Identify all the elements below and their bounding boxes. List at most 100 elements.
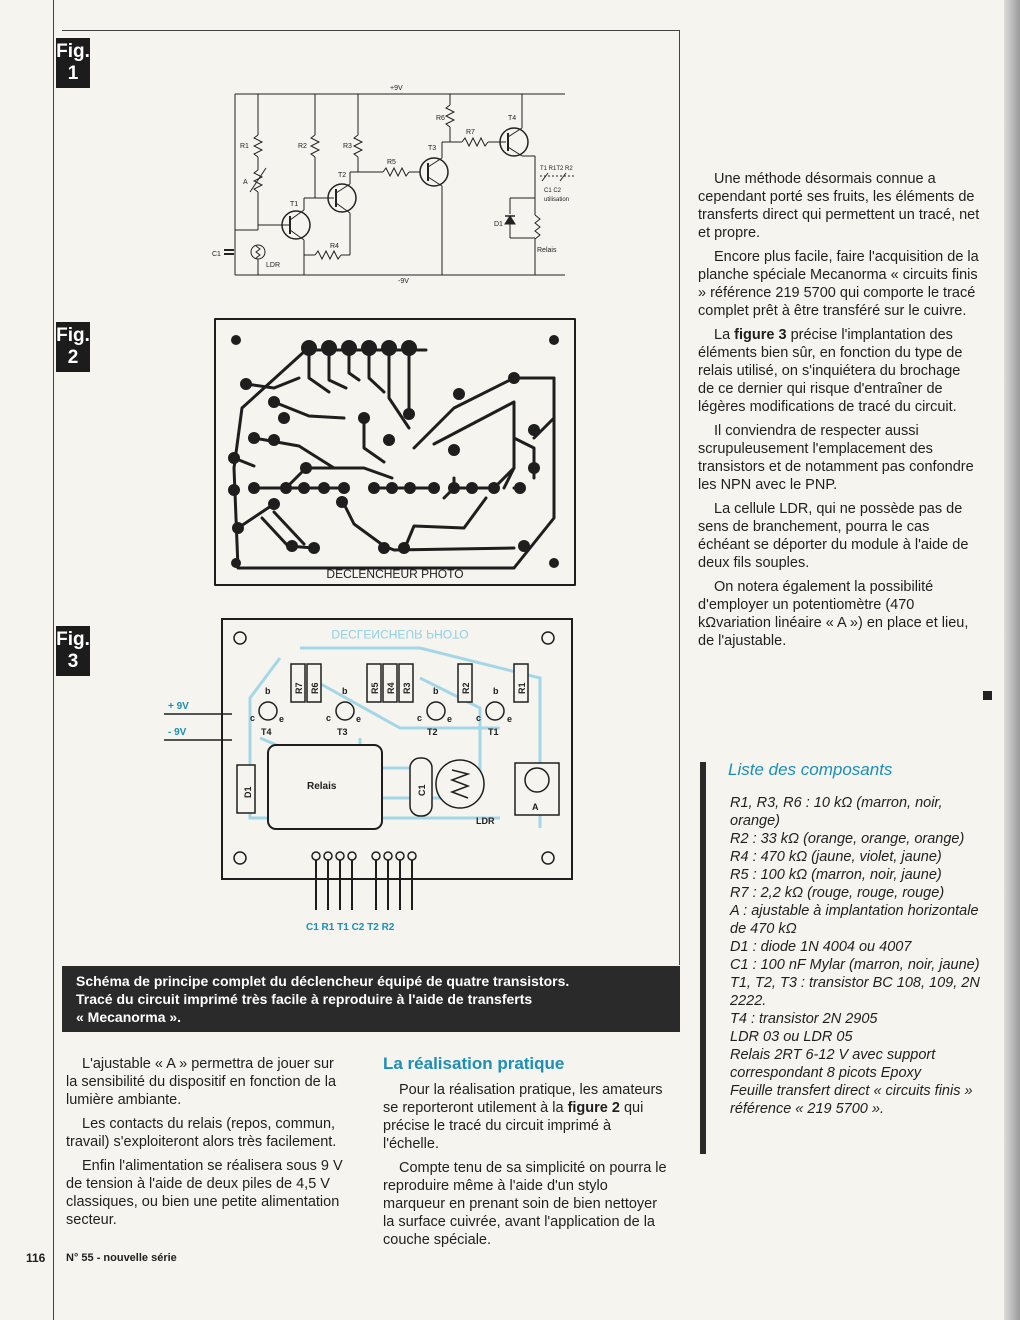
component-item: R1, R3, R6 : 10 kΩ (marron, noir, orange… xyxy=(730,795,943,829)
ic-t4-c: c xyxy=(250,713,255,723)
ic-r3: R3 xyxy=(402,682,412,694)
sch-d1: D1 xyxy=(494,221,503,228)
right-para-3: La figure 3 précise l'implantation des é… xyxy=(698,326,980,416)
fig2-label: Fig. 2 xyxy=(56,322,90,372)
sch-t4: T4 xyxy=(508,115,516,122)
component-item: T4 : transistor 2N 2905 xyxy=(730,1011,878,1027)
ic-c1: C1 xyxy=(417,784,427,796)
sch-t3: T3 xyxy=(428,145,436,152)
fig3-lead: La xyxy=(714,327,731,343)
component-item: C1 : 100 nF Mylar (marron, noir, jaune) xyxy=(730,957,980,973)
ic-ldr: LDR xyxy=(476,816,495,826)
ic-r4: R4 xyxy=(386,682,396,694)
middle-para-2: Compte tenu de sa simplicité on pourra l… xyxy=(383,1160,667,1248)
sch-usage: utilisation xyxy=(544,197,569,203)
schematic-diagram: +9V -9V R1 A LDR C1 T1 R2 T2 R3 R4 xyxy=(212,85,574,285)
bottom-left-column: L'ajustable « A » permettra de jouer sur… xyxy=(66,1055,348,1235)
component-item: D1 : diode 1N 4004 ou 4007 xyxy=(730,939,912,955)
sch-relay: Relais xyxy=(537,247,557,254)
right-para-4: Il conviendra de respecter aussi scrupul… xyxy=(698,423,974,493)
right-column: Une méthode désormais connue a cependant… xyxy=(698,170,980,656)
fig3-word: Fig. xyxy=(56,629,90,650)
component-item: R4 : 470 kΩ (jaune, violet, jaune) xyxy=(730,849,942,865)
ic-t3: T3 xyxy=(337,727,348,737)
margin-rule xyxy=(53,0,54,1320)
figure-frame xyxy=(62,30,680,965)
middle-para-1-b: qui précise le tracé du circuit imprimé … xyxy=(383,1100,644,1152)
ic-t1-b: b xyxy=(493,686,499,696)
components-title: Liste des composants xyxy=(728,760,893,779)
caption-line-3: « Mecanorma ». xyxy=(76,1009,182,1025)
sch-neg-label: -9V xyxy=(398,278,409,285)
fig3-num: 3 xyxy=(67,651,79,672)
ic-t2-c: c xyxy=(417,713,422,723)
sch-r4: R4 xyxy=(330,243,339,250)
fig3-ref: figure 3 xyxy=(734,327,787,343)
pcb-title: DECLENCHEUR PHOTO xyxy=(326,567,463,581)
ic-t3-e: e xyxy=(356,714,361,724)
pcb-trace-diagram: DECLENCHEUR PHOTO xyxy=(214,318,576,586)
ic-a: A xyxy=(532,802,539,812)
fig1-label: Fig. 1 xyxy=(56,38,90,88)
component-item: Feuille transfert direct « circuits fini… xyxy=(730,1083,973,1117)
sch-a: A xyxy=(243,179,248,186)
page-number: 116 xyxy=(26,1251,46,1265)
ic-d1: D1 xyxy=(243,786,253,798)
ic-t1-c: c xyxy=(476,713,481,723)
ic-t1-e: e xyxy=(507,714,512,724)
sch-contacts-bottom: C1 C2 xyxy=(544,188,562,194)
sch-t1: T1 xyxy=(290,201,298,208)
sch-c1: C1 xyxy=(212,251,221,258)
ic-r6: R6 xyxy=(310,682,320,694)
pcb-ghost-title: DECLENCHEUR PHOTO xyxy=(331,627,468,641)
ic-pos: + 9V xyxy=(168,701,189,712)
sch-r7: R7 xyxy=(466,129,475,136)
component-item: R5 : 100 kΩ (marron, noir, jaune) xyxy=(730,867,942,883)
middle-column: La réalisation pratique Pour la réalisat… xyxy=(383,1055,667,1255)
middle-para-1-a: Pour la réalisation pratique, les amateu… xyxy=(383,1082,663,1116)
sch-r3: R3 xyxy=(343,143,352,150)
fig2-num: 2 xyxy=(67,347,79,368)
sch-r5: R5 xyxy=(387,159,396,166)
ic-t3-b: b xyxy=(342,686,348,696)
ic-relay: Relais xyxy=(307,781,337,792)
bottom-para-1: L'ajustable « A » permettra de jouer sur… xyxy=(66,1056,337,1108)
bottom-para-3: Enfin l'alimentation se réalisera sous 9… xyxy=(66,1158,343,1228)
sch-pos-label: +9V xyxy=(390,85,403,92)
figure-caption: Schéma de principe complet du déclencheu… xyxy=(62,966,680,1032)
sch-t2: T2 xyxy=(338,172,346,179)
right-para-5: La cellule LDR, qui ne possède pas de se… xyxy=(698,501,969,571)
middle-para-1: Pour la réalisation pratique, les amateu… xyxy=(383,1081,667,1153)
component-layout-diagram: DECLENCHEUR PHOTO R7 R6 R5 R4 R3 R2 R1 T… xyxy=(164,618,573,933)
right-para-3-text: précise l'implantation des éléments bien… xyxy=(698,327,963,415)
ic-r1: R1 xyxy=(517,682,527,694)
ic-t4: T4 xyxy=(261,727,272,737)
fig1-num: 1 xyxy=(67,63,79,84)
fig1-word: Fig. xyxy=(56,41,90,62)
fig3-label: Fig. 3 xyxy=(56,626,90,676)
fig2-word: Fig. xyxy=(56,325,90,346)
bottom-para-2: Les contacts du relais (repos, commun, t… xyxy=(66,1116,337,1150)
sch-ldr: LDR xyxy=(266,262,280,269)
ic-t2: T2 xyxy=(427,727,438,737)
component-item: LDR 03 ou LDR 05 xyxy=(730,1029,853,1045)
ic-r7: R7 xyxy=(294,682,304,694)
sch-r2: R2 xyxy=(298,143,307,150)
fig2-ref: figure 2 xyxy=(567,1100,620,1116)
caption-line-2: Tracé du circuit imprimé très facile à r… xyxy=(76,991,533,1007)
component-item: A : ajustable à implantation horizontale… xyxy=(730,903,979,937)
component-item: T1, T2, T3 : transistor BC 108, 109, 2N … xyxy=(730,975,980,1009)
components-list: R1, R3, R6 : 10 kΩ (marron, noir, orange… xyxy=(730,794,990,1118)
ic-t2-e: e xyxy=(447,714,452,724)
sch-r1: R1 xyxy=(240,143,249,150)
ic-t3-c: c xyxy=(326,713,331,723)
right-para-1: Une méthode désormais connue a cependant… xyxy=(698,171,980,241)
ic-r5: R5 xyxy=(370,682,380,694)
component-item: R2 : 33 kΩ (orange, orange, orange) xyxy=(730,831,965,847)
ic-r2: R2 xyxy=(461,682,471,694)
section-heading: La réalisation pratique xyxy=(383,1054,565,1073)
end-mark xyxy=(983,691,992,700)
ic-neg: - 9V xyxy=(168,727,187,738)
component-item: R7 : 2,2 kΩ (rouge, rouge, rouge) xyxy=(730,885,945,901)
ic-t2-b: b xyxy=(433,686,439,696)
